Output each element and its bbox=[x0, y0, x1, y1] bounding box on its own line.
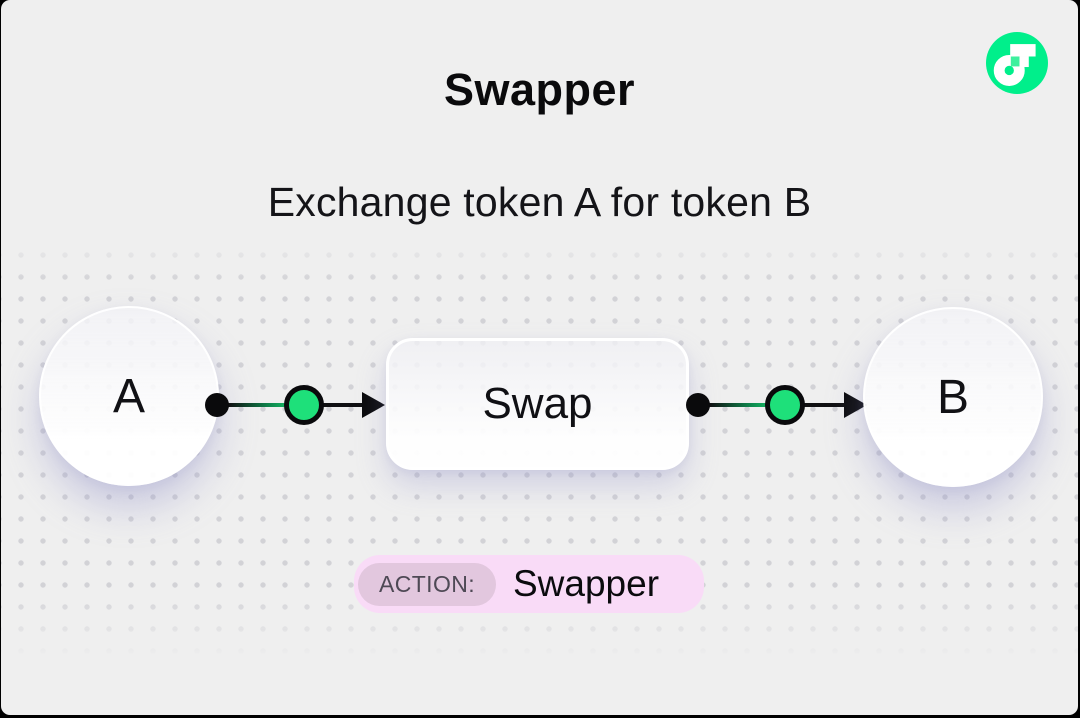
token-b-label: B bbox=[936, 370, 969, 424]
swap-node: Swap bbox=[386, 338, 689, 470]
flow-logo-icon bbox=[986, 32, 1048, 94]
connector-a-to-swap bbox=[205, 383, 385, 427]
swap-node-label: Swap bbox=[482, 379, 593, 428]
action-value: Swapper bbox=[513, 563, 660, 604]
connector-start-dot bbox=[205, 393, 229, 417]
connector-green-node bbox=[765, 385, 805, 425]
action-label-pill: ACTION: bbox=[358, 562, 496, 606]
connector-line-green bbox=[710, 403, 786, 407]
token-node-a: A bbox=[39, 306, 219, 486]
connector-line-green bbox=[229, 403, 305, 407]
connector-swap-to-b bbox=[686, 383, 870, 427]
arrowhead-icon bbox=[844, 392, 867, 418]
page-title: Swapper bbox=[443, 64, 636, 115]
connector-start-dot bbox=[686, 393, 710, 417]
token-node-b: B bbox=[863, 307, 1043, 487]
page-subtitle: Exchange token A for token B bbox=[267, 179, 812, 225]
connector-green-node bbox=[284, 385, 324, 425]
arrowhead-icon bbox=[362, 392, 385, 418]
action-badge: ACTION: Swapper bbox=[354, 555, 704, 613]
token-a-label: A bbox=[112, 369, 145, 423]
